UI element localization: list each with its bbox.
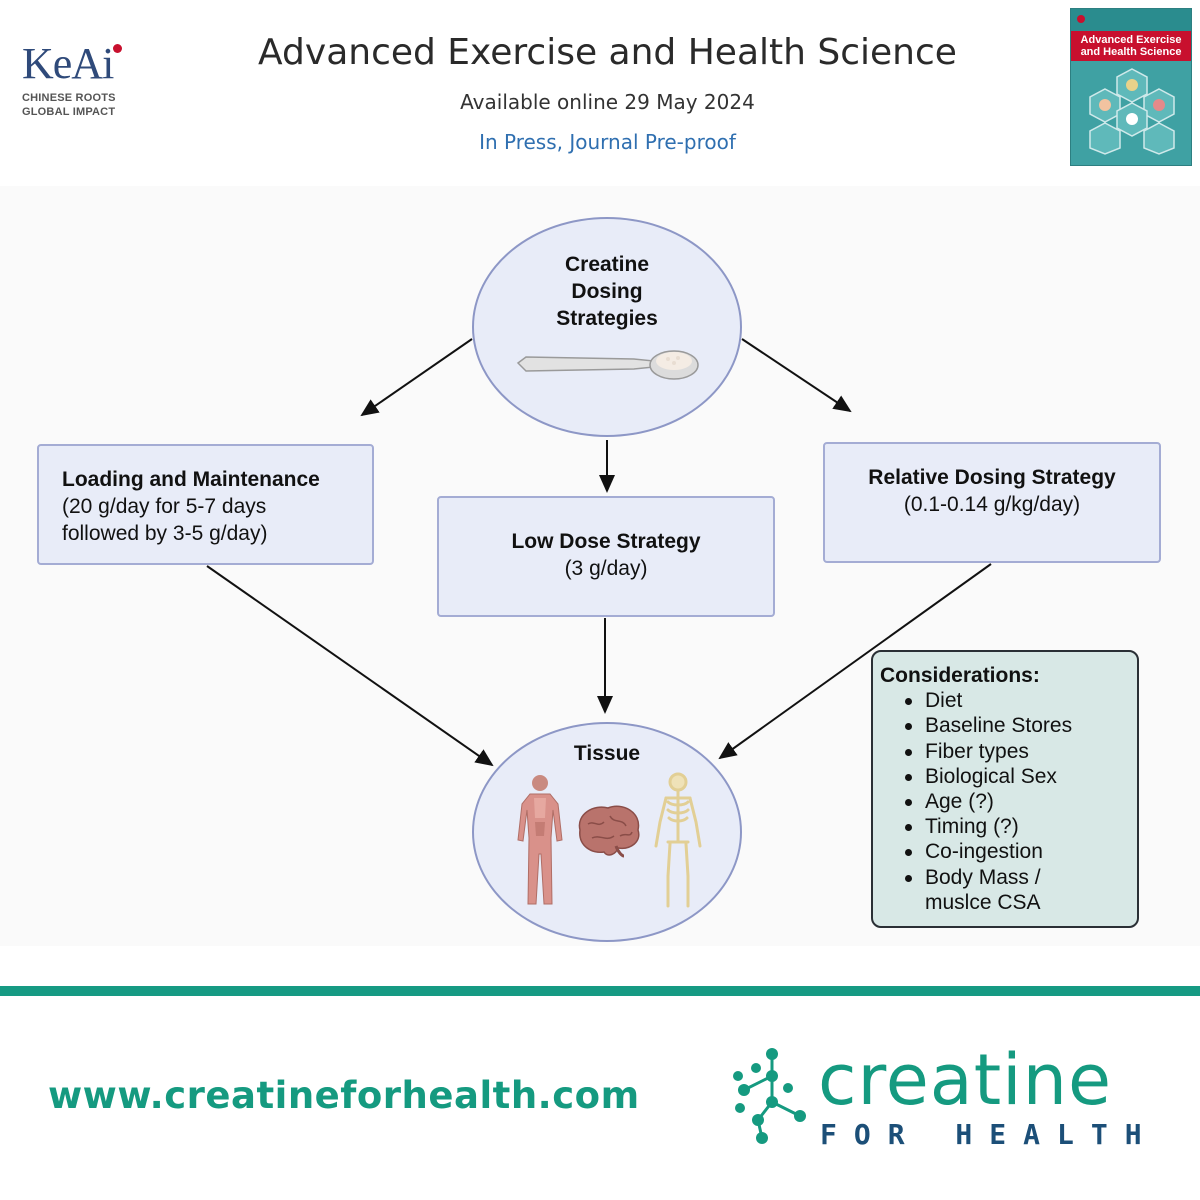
cover-header bbox=[1071, 9, 1191, 31]
top-node-line2: Dosing bbox=[571, 280, 643, 303]
list-item: Timing (?) bbox=[880, 814, 1137, 839]
molecule-logo-icon bbox=[733, 1048, 806, 1144]
considerations-list: Diet Baseline Stores Fiber types Biologi… bbox=[880, 688, 1137, 915]
considerations-title: Considerations: bbox=[880, 664, 1040, 687]
keai-tagline: CHINESE ROOTS GLOBAL IMPACT bbox=[22, 91, 142, 119]
list-item: Co-ingestion bbox=[880, 839, 1137, 864]
top-node-line1: Creatine bbox=[564, 253, 650, 276]
relative-dosing-strategy-box: Relative Dosing Strategy (0.1-0.14 g/kg/… bbox=[823, 442, 1161, 563]
low-dose-title: Low Dose Strategy bbox=[511, 530, 701, 553]
loading-line1: (20 g/day for 5-7 days bbox=[62, 495, 267, 518]
loading-title: Loading and Maintenance bbox=[62, 468, 320, 491]
cover-hexagon-art-icon bbox=[1089, 68, 1175, 155]
arrow-layer bbox=[206, 338, 992, 767]
website-link[interactable]: www.creatineforhealth.com bbox=[48, 1074, 640, 1117]
keai-dot-icon bbox=[113, 44, 122, 53]
loading-line2: followed by 3-5 g/day) bbox=[62, 522, 268, 545]
list-item: Diet bbox=[880, 688, 1137, 713]
muscle-body-icon bbox=[517, 775, 563, 905]
arrow-to-relative bbox=[741, 338, 852, 413]
creatine-dosing-strategies-node: Creatine Dosing Strategies bbox=[472, 217, 742, 437]
tissue-node: Tissue bbox=[472, 722, 742, 942]
keai-tagline-line2: GLOBAL IMPACT bbox=[22, 106, 116, 118]
journal-cover[interactable]: Advanced Exercise and Health Science bbox=[1070, 8, 1192, 166]
publication-status[interactable]: In Press, Journal Pre-proof bbox=[479, 130, 736, 154]
list-item: Baseline Stores bbox=[880, 713, 1137, 738]
scoop-icon bbox=[516, 350, 699, 380]
arrow-loading-to-tissue bbox=[206, 565, 494, 767]
relative-line1: (0.1-0.14 g/kg/day) bbox=[903, 493, 1081, 516]
list-item-continued: muslce CSA bbox=[925, 890, 1041, 914]
list-item: Age (?) bbox=[880, 789, 1137, 814]
brand-subtitle: FOR HEALTH bbox=[820, 1118, 1159, 1151]
keai-wordmark: KeAi bbox=[22, 39, 114, 88]
keai-logo: KeAi CHINESE ROOTS GLOBAL IMPACT bbox=[22, 42, 142, 119]
relative-title: Relative Dosing Strategy bbox=[868, 466, 1116, 489]
top-node-line3: Strategies bbox=[556, 307, 658, 330]
low-dose-strategy-box: Low Dose Strategy (3 g/day) bbox=[437, 496, 775, 617]
brain-icon bbox=[578, 805, 640, 858]
top-node-title: Creatine Dosing Strategies bbox=[474, 251, 740, 332]
loading-maintenance-box: Loading and Maintenance (20 g/day for 5-… bbox=[37, 444, 374, 565]
journal-title: Advanced Exercise and Health Science bbox=[258, 32, 957, 73]
keai-tagline-line1: CHINESE ROOTS bbox=[22, 92, 116, 104]
tissue-title: Tissue bbox=[573, 742, 641, 765]
arrow-to-loading bbox=[360, 338, 473, 417]
list-item: Body Mass / bbox=[880, 865, 1137, 890]
diagram-panel: Creatine Dosing Strategies Loading and M… bbox=[0, 186, 1200, 946]
footer-divider bbox=[0, 986, 1200, 996]
arrow-relative-to-tissue bbox=[718, 563, 992, 760]
skeleton-icon bbox=[654, 772, 702, 908]
list-item: Biological Sex bbox=[880, 764, 1137, 789]
list-item: Fiber types bbox=[880, 739, 1137, 764]
considerations-box: Considerations: Diet Baseline Stores Fib… bbox=[871, 650, 1139, 928]
low-dose-line1: (3 g/day) bbox=[564, 557, 648, 580]
publication-date: Available online 29 May 2024 bbox=[460, 90, 755, 114]
cover-title: Advanced Exercise and Health Science bbox=[1071, 31, 1191, 61]
brand-wordmark: creatine bbox=[818, 1039, 1113, 1121]
